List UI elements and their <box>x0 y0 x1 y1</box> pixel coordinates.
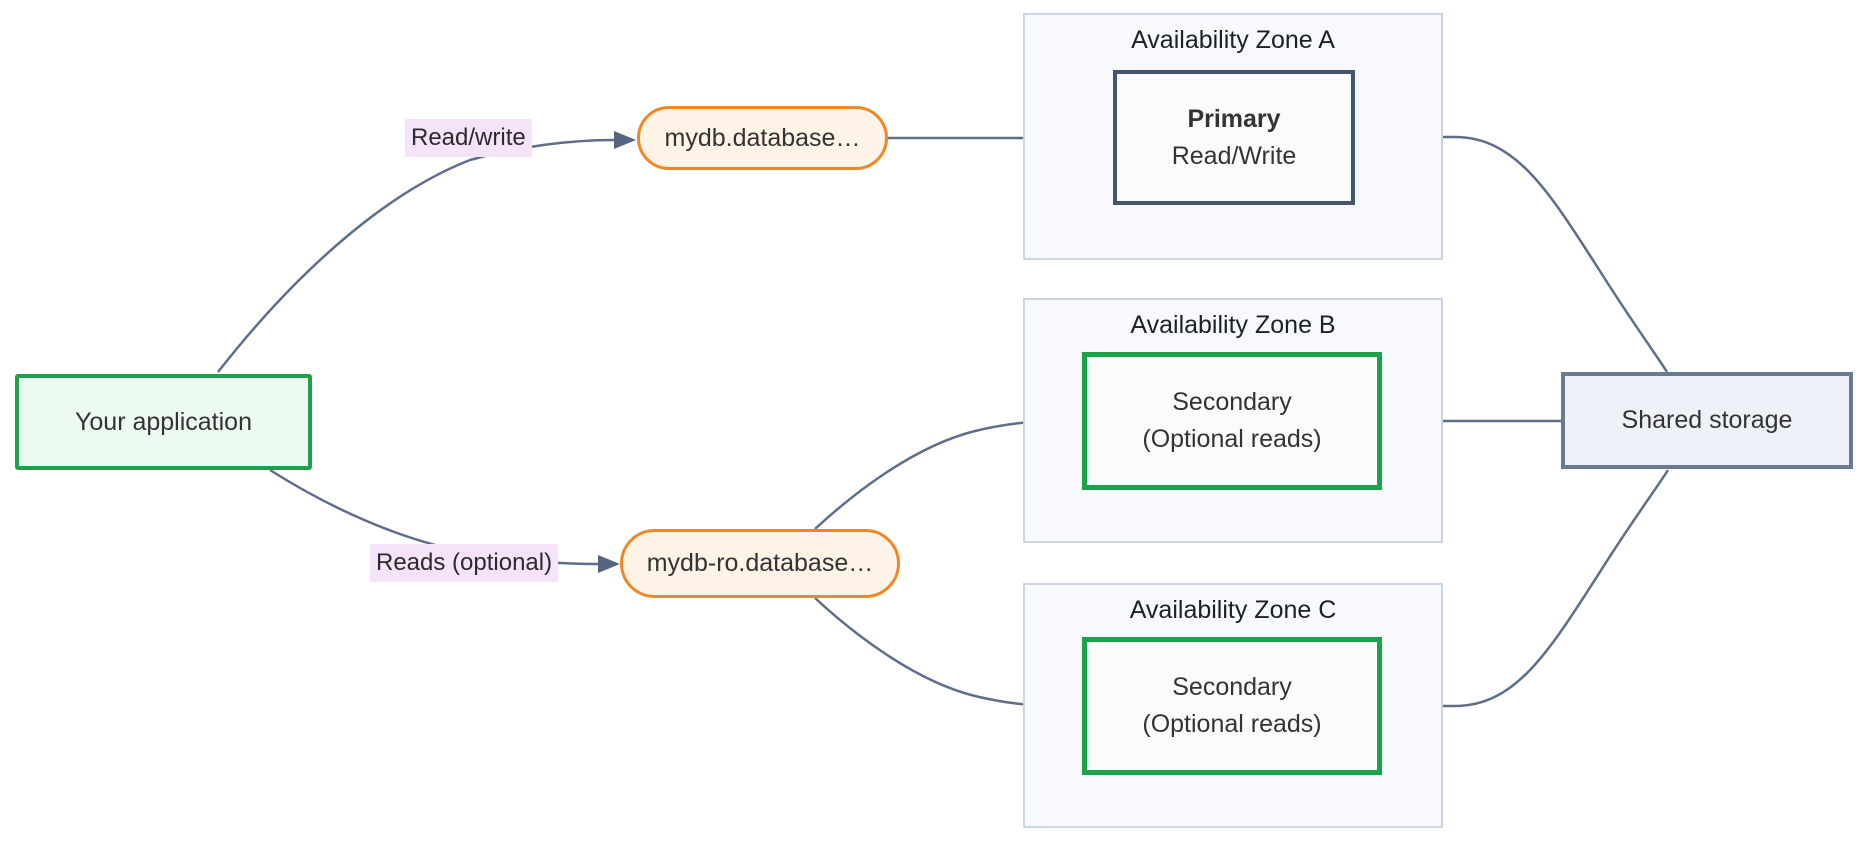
node-reader-endpoint: mydb-ro.database… <box>620 529 900 598</box>
secondary-b-title: Secondary <box>1172 388 1292 416</box>
shared-storage-label: Shared storage <box>1621 406 1793 434</box>
node-secondary-c: Secondary (Optional reads) <box>1082 637 1382 775</box>
edge-reader-endpoint-to-secondary-b <box>814 419 1057 530</box>
edge-label-read-write: Read/write <box>405 119 532 157</box>
zone-b-title: Availability Zone B <box>1130 311 1336 339</box>
arrowhead-reader-endpoint <box>598 555 620 573</box>
node-shared-storage: Shared storage <box>1561 372 1853 469</box>
node-your-application: Your application <box>15 374 312 470</box>
zone-a-title: Availability Zone A <box>1131 26 1335 54</box>
primary-subtitle: Read/Write <box>1171 141 1297 170</box>
arrowhead-writer-endpoint <box>614 131 636 149</box>
node-writer-endpoint: mydb.database… <box>637 106 888 170</box>
secondary-b-subtitle: (Optional reads) <box>1142 425 1322 453</box>
zone-availability-zone-a: Availability Zone A Primary Read/Write <box>1023 13 1443 260</box>
edge-secondary-c-to-shared-storage <box>1382 469 1670 708</box>
zone-availability-zone-c: Availability Zone C Secondary (Optional … <box>1023 583 1443 828</box>
secondary-c-title: Secondary <box>1172 673 1292 701</box>
reader-endpoint-label: mydb-ro.database… <box>646 549 874 577</box>
writer-endpoint-label: mydb.database… <box>664 123 861 152</box>
node-secondary-b: Secondary (Optional reads) <box>1082 352 1382 490</box>
node-primary: Primary Read/Write <box>1113 70 1355 205</box>
app-label: Your application <box>75 407 252 436</box>
edge-reader-endpoint-to-secondary-c <box>814 597 1057 708</box>
secondary-c-subtitle: (Optional reads) <box>1142 710 1322 738</box>
edge-primary-to-shared-storage <box>1355 135 1669 373</box>
zone-c-title: Availability Zone C <box>1129 596 1337 624</box>
primary-title: Primary <box>1187 104 1281 133</box>
edge-app-to-writer-endpoint <box>217 138 615 373</box>
edge-label-reads-optional: Reads (optional) <box>370 544 559 582</box>
zone-availability-zone-b: Availability Zone B Secondary (Optional … <box>1023 298 1443 543</box>
